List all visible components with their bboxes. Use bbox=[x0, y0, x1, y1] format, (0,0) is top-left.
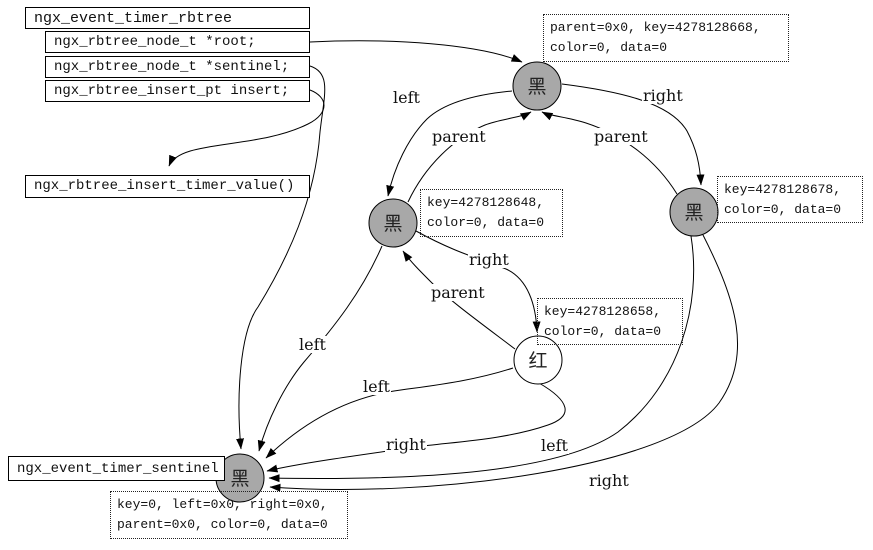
edge-label-red-right: right bbox=[385, 435, 427, 454]
edge-label-left-right: right bbox=[468, 250, 510, 269]
annotation-left-line1: key=4278128648, bbox=[427, 195, 545, 210]
annotation-right-line2: color=0, data=0 bbox=[724, 202, 842, 217]
struct-title: ngx_event_timer_rbtree bbox=[25, 7, 310, 29]
struct-field-sentinel: ngx_rbtree_node_t *sentinel; bbox=[45, 56, 310, 78]
annotation-left-line2: color=0, data=0 bbox=[427, 215, 545, 230]
annotation-red: key=4278128658, color=0, data=0 bbox=[537, 298, 683, 345]
node-right-label: 黑 bbox=[684, 202, 703, 224]
annotation-red-line1: key=4278128658, bbox=[544, 304, 662, 319]
node-root bbox=[512, 61, 562, 111]
annotation-sentinel-line1: key=0, left=0x0, right=0x0, bbox=[117, 497, 328, 512]
annotation-sentinel-line2: parent=0x0, color=0, data=0 bbox=[117, 517, 328, 532]
node-root-label: 黑 bbox=[527, 76, 546, 98]
annotation-left: key=4278128648, color=0, data=0 bbox=[420, 189, 563, 237]
edge-label-root-left: left bbox=[392, 88, 421, 107]
edge-label-red-left: left bbox=[362, 377, 391, 396]
annotation-sentinel: key=0, left=0x0, right=0x0, parent=0x0, … bbox=[110, 491, 348, 539]
struct-field-insert: ngx_rbtree_insert_pt insert; bbox=[45, 80, 310, 102]
edge-red-left-sentinel bbox=[265, 367, 514, 459]
node-red bbox=[513, 335, 563, 385]
node-left-label: 黑 bbox=[383, 213, 402, 235]
annotation-right: key=4278128678, color=0, data=0 bbox=[717, 176, 863, 223]
edge-label-rnode-left: left bbox=[540, 436, 569, 455]
annotation-right-line1: key=4278128678, bbox=[724, 182, 842, 197]
node-sentinel-label: 黑 bbox=[230, 468, 249, 490]
node-left bbox=[368, 198, 418, 248]
edge-left-left-sentinel bbox=[257, 245, 383, 452]
node-right bbox=[669, 187, 719, 237]
annotation-root: parent=0x0, key=4278128668, color=0, dat… bbox=[543, 14, 789, 62]
edge-left-parent bbox=[407, 111, 532, 203]
edge-insertfield-to-insertfn bbox=[168, 89, 325, 167]
annotation-red-line2: color=0, data=0 bbox=[544, 324, 662, 339]
edge-rnode-left-sentinel bbox=[268, 235, 695, 483]
edge-label-rnode-right: right bbox=[588, 471, 630, 490]
edge-red-right-sentinel bbox=[266, 382, 566, 473]
edge-label-left-parent: parent bbox=[431, 127, 487, 146]
edge-root-right bbox=[561, 83, 705, 186]
edge-sentinelfield-to-sentinel bbox=[236, 65, 326, 450]
struct-field-root: ngx_rbtree_node_t *root; bbox=[45, 31, 310, 53]
annotation-root-line1: parent=0x0, key=4278128668, bbox=[550, 20, 761, 35]
edge-label-right-parent: parent bbox=[593, 127, 649, 146]
node-red-label: 红 bbox=[528, 350, 547, 372]
edge-label-red-parent: parent bbox=[430, 283, 486, 302]
annotation-root-line2: color=0, data=0 bbox=[550, 40, 668, 55]
edge-right-parent bbox=[541, 111, 678, 195]
edge-label-root-right: right bbox=[642, 86, 684, 105]
edge-left-right bbox=[415, 230, 541, 333]
edge-label-left-left: left bbox=[298, 335, 327, 354]
insert-fn-box: ngx_rbtree_insert_timer_value() bbox=[25, 175, 310, 198]
edge-root-left bbox=[386, 90, 513, 197]
edge-rnode-right-sentinel bbox=[269, 234, 739, 492]
sentinel-box: ngx_event_timer_sentinel bbox=[8, 456, 225, 481]
edge-rootfield-to-root bbox=[309, 40, 523, 63]
